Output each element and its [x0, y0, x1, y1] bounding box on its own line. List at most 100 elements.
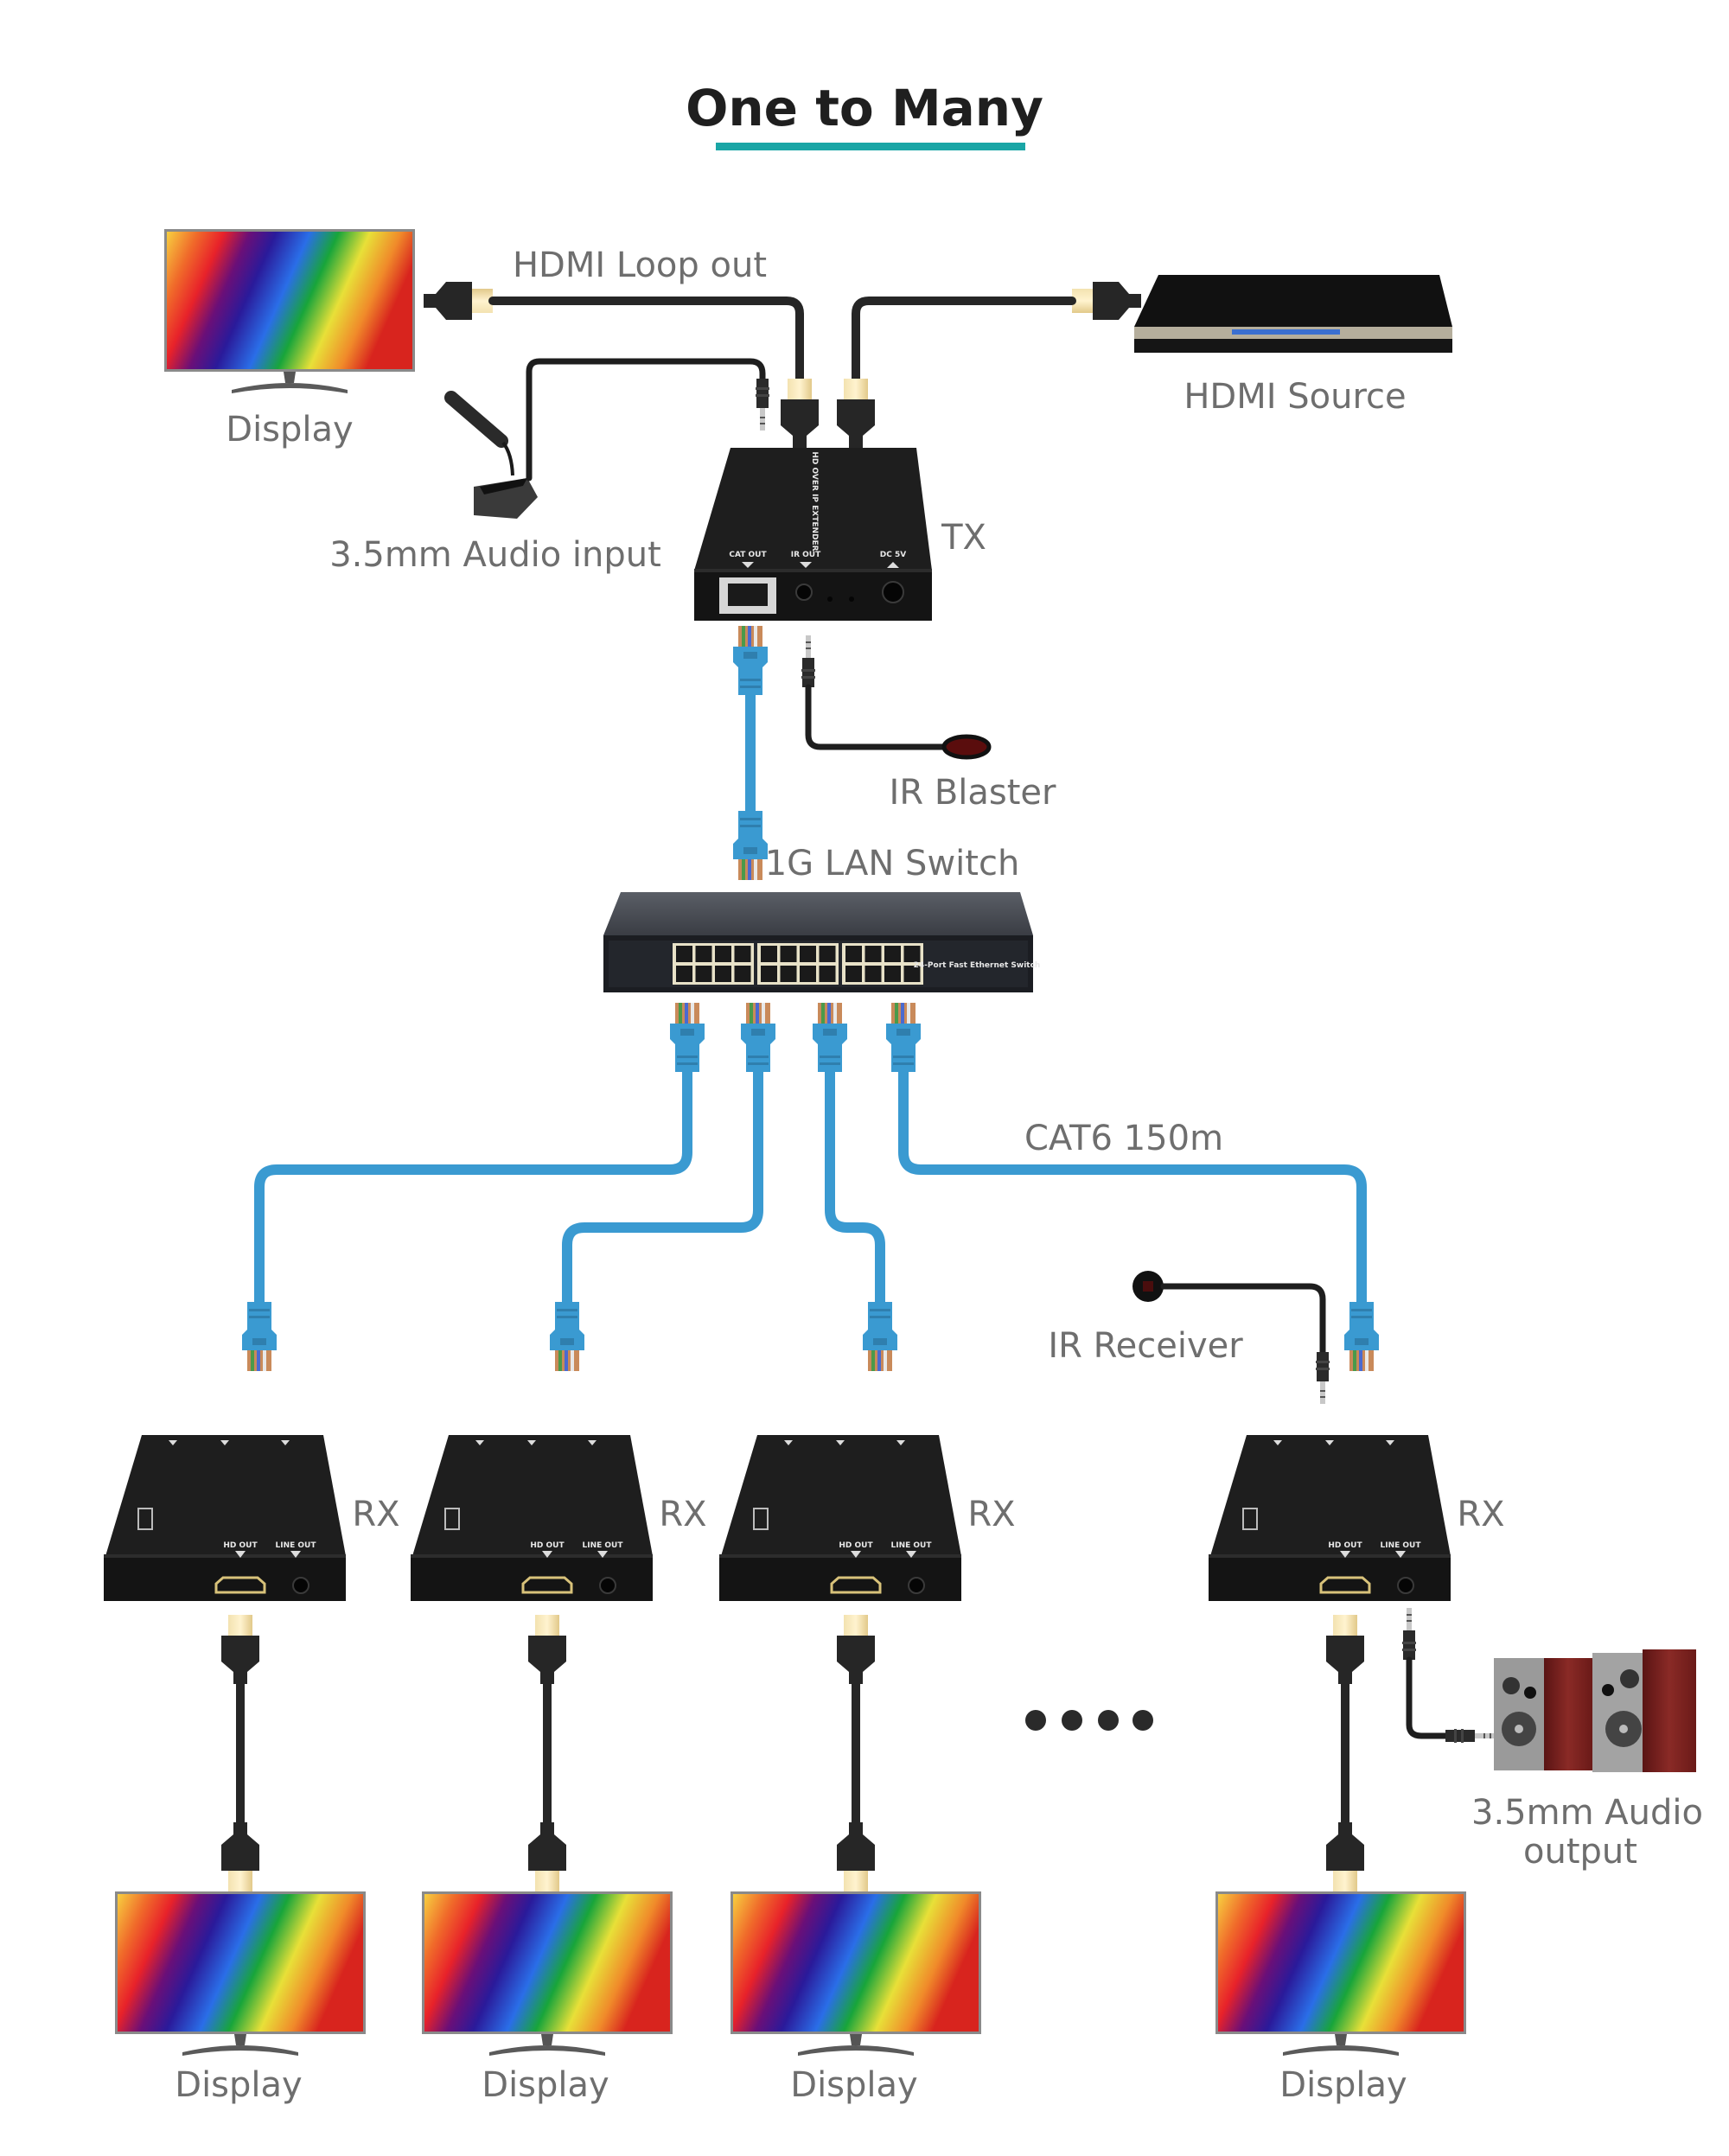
rx-port-line-out: LINE OUT	[891, 1541, 933, 1550]
rx-unit-3: HD OUT LINE OUT RX Display	[718, 1286, 1016, 2105]
audio-output-cable	[1406, 1656, 1464, 1739]
tx-port-cat-out: CAT OUT	[729, 551, 767, 559]
switch-model-text: 24-Port Fast Ethernet Switch	[914, 961, 1041, 970]
cat-cable-rx3	[825, 1067, 885, 1292]
hdmi-plug-icon	[837, 1615, 875, 1684]
switch-port	[780, 966, 797, 982]
ir-blaster-icon	[941, 734, 992, 760]
switch-port	[676, 946, 692, 962]
network-switch-icon: 24-Port Fast Ethernet Switch	[603, 892, 1040, 992]
display-tv-icon	[731, 1891, 981, 2056]
switch-port	[819, 966, 836, 982]
ellipsis-dot	[1132, 1710, 1153, 1731]
switch-port	[903, 946, 921, 962]
rx-port-hd-out: HD OUT	[223, 1541, 258, 1550]
switch-port	[715, 966, 731, 982]
switch-port	[761, 966, 777, 982]
switch-port	[780, 946, 797, 962]
tx-body-text: HD OVER IP EXTENDER	[810, 451, 819, 551]
switch-port	[761, 946, 777, 962]
switch-port	[734, 946, 751, 962]
switch-port	[695, 946, 712, 962]
cat6-cable-label: CAT6 150m	[1024, 1119, 1223, 1158]
ellipsis-dot	[1098, 1710, 1119, 1731]
microphone-icon	[444, 391, 538, 519]
hdmi-plug-icon	[837, 1822, 875, 1891]
loop-display-label: Display	[226, 410, 353, 450]
switch-port	[695, 966, 712, 982]
switch-port	[845, 946, 862, 962]
audio-jack-icon	[1316, 1352, 1330, 1404]
ir-receiver-label: IR Receiver	[1048, 1326, 1243, 1366]
audio-output-label-line1: 3.5mm Audio	[1471, 1793, 1703, 1833]
audio-jack-icon	[1402, 1608, 1416, 1660]
display-tv-icon	[115, 1891, 366, 2056]
hdmi-loop-cable	[488, 297, 804, 389]
ir-blaster-cable	[805, 684, 950, 750]
switch-port	[819, 946, 836, 962]
rj45-connector-icon	[863, 1286, 897, 1371]
audio-input-cable	[526, 358, 766, 482]
switch-port	[903, 966, 921, 982]
rj45-connector-icon	[1344, 1286, 1379, 1371]
hdmi-plug-icon	[1326, 1822, 1364, 1891]
rx-extender-device	[1207, 1433, 1452, 1603]
hdmi-plug-icon	[221, 1615, 259, 1684]
hdmi-plug-icon	[528, 1822, 566, 1891]
display-label: Display	[482, 2065, 609, 2105]
rx-port-hd-out: HD OUT	[839, 1541, 873, 1550]
switch-port	[864, 946, 882, 962]
display-label: Display	[790, 2065, 917, 2105]
hdmi-loop-out-label: HDMI Loop out	[513, 246, 767, 285]
rx-port-hd-out: HD OUT	[530, 1541, 565, 1550]
receivers: HD OUT LINE OUT RX Display HD OUT LINE OUT RX D…	[102, 1286, 1505, 2105]
display-tv-icon	[1215, 1891, 1466, 2056]
tx-label: TX	[941, 518, 986, 558]
audio-jack-icon	[756, 379, 769, 431]
rj45-connector-icon	[550, 1286, 584, 1371]
display-tv-icon	[422, 1891, 673, 2056]
hdmi-plug-icon	[528, 1615, 566, 1684]
switch-port	[734, 966, 751, 982]
switch-port	[884, 946, 901, 962]
display-label: Display	[1279, 2065, 1407, 2105]
more-receivers-indicator	[1025, 1710, 1153, 1731]
rx-port-line-out: LINE OUT	[276, 1541, 317, 1550]
ir-blaster-label: IR Blaster	[890, 773, 1057, 813]
ir-receiver-cable	[1160, 1283, 1326, 1369]
switch-ports	[676, 946, 921, 982]
hdmi-plug-icon	[1072, 282, 1141, 320]
tx-port-ir-out: IR OUT	[791, 551, 821, 559]
audio-input-label: 3.5mm Audio input	[329, 535, 661, 575]
display-label: Display	[175, 2065, 302, 2105]
ir-receiver-window	[1143, 1281, 1153, 1292]
rj45-connector-icon	[733, 795, 768, 880]
switch-port	[800, 966, 816, 982]
hdmi-plug-icon	[424, 282, 493, 320]
rj45-connector-icon	[733, 626, 768, 711]
rx-extender-device	[102, 1433, 348, 1603]
rx-label: RX	[967, 1495, 1015, 1534]
loop-display-tv-icon	[164, 229, 415, 393]
cat-cable-rx1	[254, 1067, 692, 1292]
rx-extender-device	[718, 1433, 963, 1603]
rx-port-line-out: LINE OUT	[583, 1541, 624, 1550]
audio-output-label-line2: output	[1523, 1832, 1637, 1872]
cat-cable-rx2	[562, 1067, 763, 1292]
hdmi-source-cable	[852, 297, 1076, 389]
cat-cable-rx4	[898, 1067, 1367, 1292]
switch-port	[864, 966, 882, 982]
audio-jack-icon	[801, 635, 815, 687]
rx-label: RX	[1457, 1495, 1504, 1534]
title-underline	[716, 143, 1025, 150]
ellipsis-dot	[1062, 1710, 1082, 1731]
rj45-connector-icon	[242, 1286, 277, 1371]
audio-jack-icon	[1445, 1729, 1497, 1743]
hdmi-plug-icon	[221, 1822, 259, 1891]
switch-port	[676, 966, 692, 982]
rx-port-hd-out: HD OUT	[1328, 1541, 1362, 1550]
